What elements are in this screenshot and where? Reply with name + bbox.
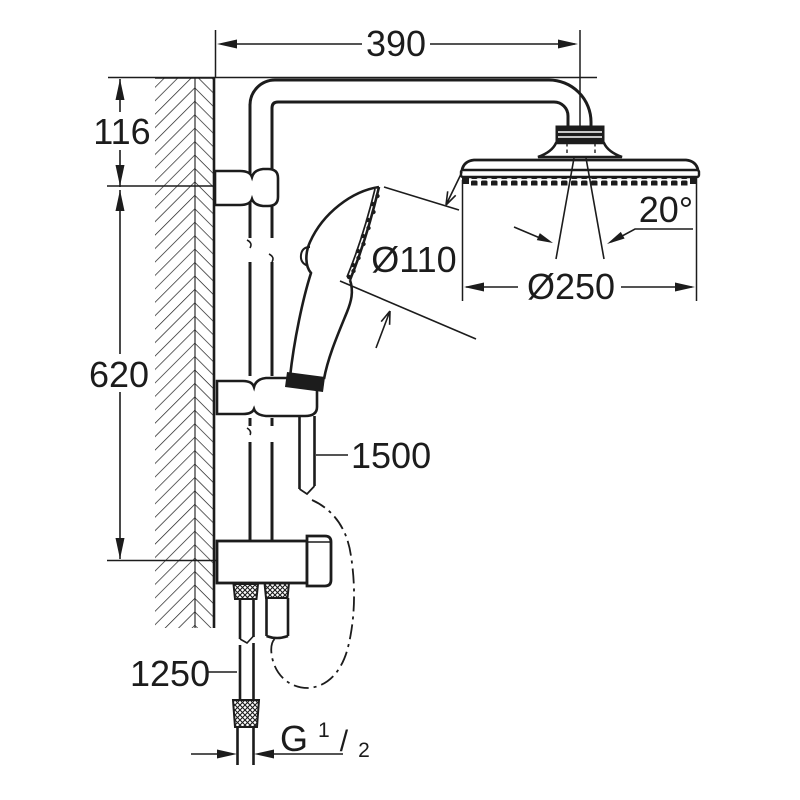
wall-hatch-outer: [155, 78, 195, 628]
dim-620-mask: [91, 354, 149, 392]
supply-pipe-lower: [236, 727, 255, 765]
diverter-valve: [215, 534, 333, 765]
arrow-250-left: [464, 282, 484, 292]
arrow-110-lower: [375, 310, 391, 349]
head-shower-nozzles: [469, 177, 691, 186]
head-shower-top: [460, 158, 700, 171]
arrow-20deg-right: [607, 231, 625, 244]
arrow-110-upper: [445, 171, 463, 206]
hand-shower-inlet-nut: [285, 372, 325, 392]
hand-shower: [285, 185, 381, 392]
head-shower-nut-ridges: [558, 131, 602, 138]
arrow-20deg-left: [536, 233, 553, 243]
head-shower-nozzle-end-left: [462, 177, 469, 184]
dim-116-label: 116: [93, 111, 150, 152]
supply-pipe-break: [239, 635, 255, 645]
thread-slash: /: [340, 725, 349, 758]
arrow-620-bottom: [115, 538, 125, 559]
label-thread: G 1 / 2: [280, 704, 370, 762]
arrow-620-top: [115, 190, 125, 211]
arrow-250-right: [675, 282, 695, 292]
dim-20deg-label: 20°: [639, 189, 693, 230]
hand-shower-handle-edge: [322, 279, 354, 380]
hand-shower-spray-dots: [346, 193, 380, 280]
head-shower-rim: [459, 168, 701, 179]
arrow-g12-right: [254, 749, 274, 759]
outlet-nut-right: [263, 582, 291, 599]
spray-angle-lines: [555, 157, 605, 260]
head-shower-nozzle-end-right: [690, 177, 697, 184]
dimension-thread: G 1 / 2: [191, 704, 370, 762]
shower-rail: [213, 78, 593, 541]
flexible-hose-path: [270, 499, 355, 689]
valve-body: [215, 539, 309, 585]
shower-arm-inner: [270, 100, 570, 126]
head-shower-hidden-edges: [566, 143, 596, 156]
hose-stub-break: [299, 485, 316, 496]
thread-denominator: 2: [358, 739, 370, 762]
dim-250-label: Ø250: [527, 266, 615, 307]
wall-mount-bracket: [213, 167, 280, 208]
tangent-110-lower: [339, 280, 477, 340]
hand-shower-back-outline: [288, 185, 380, 378]
valve-knob: [305, 534, 333, 588]
hose-outlet-pipe: [265, 598, 290, 640]
dim-620-label: 620: [89, 354, 149, 395]
supply-hose-nut: [231, 699, 261, 728]
supply-pipe-upper: [238, 599, 255, 699]
outlet-nut-left: [232, 583, 260, 600]
head-shower-nut: [555, 125, 605, 144]
dim-116-mask: [94, 112, 150, 150]
reference-lines: [107, 76, 597, 562]
dimension-arm-projection: 390: [214, 23, 581, 126]
arrow-116-bottom: [115, 165, 125, 186]
dimension-head-diameter: Ø250: [461, 178, 698, 307]
arrow-g12-left: [217, 749, 237, 759]
thread-numerator: 1: [318, 719, 330, 742]
dim-390-label: 390: [366, 23, 426, 64]
dimension-left-column: 116 620: [89, 79, 151, 559]
hoses: [270, 416, 355, 689]
thread-letter: G: [280, 718, 308, 759]
arrow-116-top: [115, 79, 125, 100]
dim-110-label: Ø110: [371, 239, 456, 280]
wall-hatch-inner: [195, 78, 214, 628]
leader-20deg: [610, 228, 693, 243]
head-shower-dome: [537, 141, 623, 159]
head-shower: [459, 125, 701, 260]
tail-20deg-left: [513, 226, 541, 239]
dimension-spray-angle: 20°: [513, 189, 693, 244]
shower-arm-outer: [248, 78, 593, 126]
hose-stub: [298, 416, 316, 489]
label-1250: 1250: [130, 653, 210, 694]
dimension-hand-diameter: Ø110: [339, 171, 477, 349]
arrow-390-left: [217, 39, 237, 49]
rail-break-marks: [246, 239, 274, 436]
tangent-110-upper: [383, 186, 460, 211]
wall-section: [155, 77, 216, 628]
arrow-390-right: [558, 39, 578, 49]
hose-length-labels: 1500 1250: [130, 435, 431, 694]
label-1500: 1500: [351, 435, 431, 476]
